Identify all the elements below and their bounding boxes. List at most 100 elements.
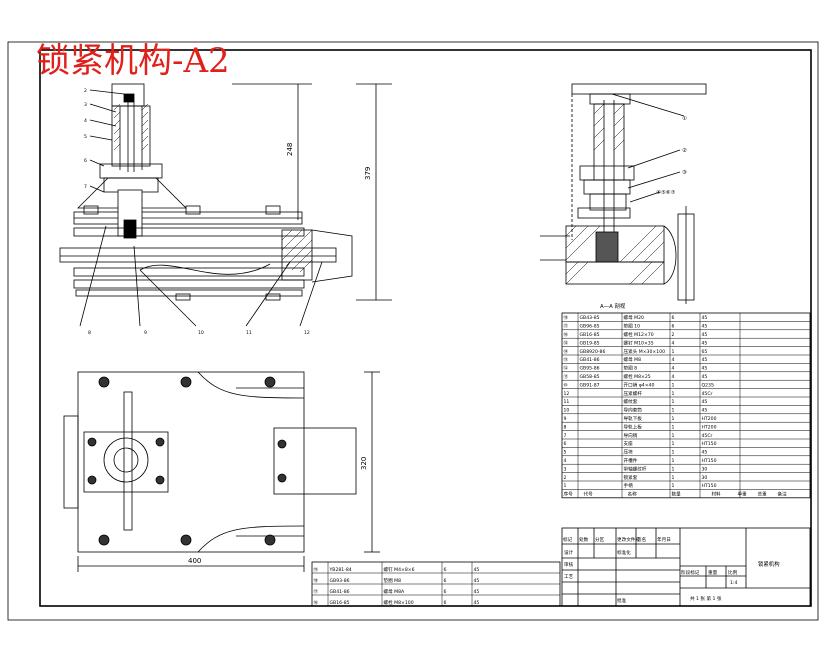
- table-cell-name: 导向套筒: [624, 407, 643, 414]
- table-cell-no: ⑯: [564, 331, 569, 338]
- table-cell-qty: 6: [444, 578, 447, 584]
- leader-label: 10: [198, 330, 204, 336]
- front-view: [59, 83, 392, 327]
- table-cell-no: ⑲: [314, 566, 319, 573]
- table-cell-code: GB19-85: [580, 340, 600, 346]
- table-cell-mat: 45: [702, 399, 708, 405]
- table-cell-mat: 45: [702, 324, 708, 330]
- table-cell-name: 开口销 φ4×40: [624, 381, 655, 388]
- table-cell-code: GB8920-86: [580, 349, 606, 355]
- title-block: [561, 527, 811, 607]
- table-header-cell: 单重: [738, 491, 748, 498]
- balloon-label: ③: [682, 170, 687, 176]
- title-block-scale: 1:4: [730, 580, 737, 586]
- table-cell-name: 手柄: [624, 482, 634, 489]
- table-cell-qty: 1: [672, 466, 675, 472]
- title-block-row: 审核: [564, 561, 574, 568]
- table-cell-mat: 45: [702, 357, 708, 363]
- leader-label: 11: [246, 330, 252, 336]
- table-cell-name: 锁紧套: [624, 474, 638, 481]
- front-view-leader-labels: 2 3 4 5 6 7 8 9 10 11 12: [84, 88, 310, 336]
- table-cell-name: 螺母 M8: [624, 356, 642, 363]
- title-block-header: 更改文件号: [617, 536, 640, 543]
- table-cell-name: 导轨上板: [624, 423, 643, 430]
- table-cell-no: ⑩: [564, 382, 568, 388]
- table-cell-code: GB41-86: [580, 357, 600, 363]
- table-cell-no: ⑮: [564, 339, 569, 346]
- top-view: [63, 371, 380, 572]
- outer-border: [7, 41, 819, 621]
- table-cell-code: YB281-84: [329, 567, 352, 573]
- leader-label: 6: [84, 158, 87, 164]
- table-cell-qty: 1: [672, 441, 675, 447]
- table-cell-name: 螺栓 M8×100: [384, 599, 414, 606]
- table-cell-mat: 45: [702, 340, 708, 346]
- table-cell-name: 螺纹套: [624, 398, 638, 405]
- table-cell-qty: 1: [672, 391, 675, 397]
- table-cell-name: 螺母 M20: [624, 314, 645, 321]
- dim-379: 379: [364, 167, 372, 180]
- table-cell-name: 支座: [624, 440, 634, 447]
- table-cell-mat: 45: [702, 374, 708, 380]
- table-cell-name: 开槽件: [624, 457, 638, 464]
- table-cell-qty: 1: [672, 399, 675, 405]
- table-cell-no: ⑫: [564, 365, 569, 372]
- table-cell-no: ⑱: [564, 314, 569, 321]
- table-cell-name: 导向销: [624, 432, 638, 439]
- title-block-sheets: 共 1 张 第 1 张: [690, 595, 722, 602]
- table-cell-code: GB16-85: [580, 332, 600, 338]
- table-cell-qty: 4: [672, 340, 675, 346]
- table-cell-qty: 1: [672, 483, 675, 489]
- table-cell-qty: 1: [672, 382, 675, 388]
- table-cell-qty: 4: [672, 374, 675, 380]
- table-cell-qty: 1: [672, 349, 675, 355]
- table-header-cell: 名称: [628, 491, 638, 498]
- balloon-label: ②: [682, 147, 687, 154]
- leader-label: 3: [84, 102, 87, 108]
- title-block-ratio: 比例: [728, 569, 738, 576]
- table-cell-name: 压紧头 M×30×100: [624, 348, 666, 355]
- table-cell-code: GB95-86: [580, 366, 600, 372]
- table-cell-name: 带轴螺纹杆: [624, 465, 647, 472]
- title-block-weight: 重量: [708, 569, 718, 576]
- table-cell-qty: 1: [672, 416, 675, 422]
- table-cell-qty: 1: [672, 475, 675, 481]
- table-cell-name: 压紧螺杆: [624, 390, 643, 397]
- table-cell-qty: 6: [672, 324, 675, 330]
- title-block-header: 处数: [579, 536, 589, 543]
- table-cell-mat: 45: [474, 578, 480, 584]
- leader-label: 9: [144, 330, 147, 336]
- table-cell-no: ⑰: [314, 588, 319, 595]
- table-cell-mat: 65: [702, 349, 708, 355]
- table-cell-mat: 45Cr: [702, 391, 713, 397]
- dim-248: 248: [286, 143, 294, 156]
- table-cell-no: 1: [564, 483, 567, 489]
- table-cell-qty: 4: [672, 366, 675, 372]
- table-cell-no: 11: [564, 399, 570, 405]
- leader-label: 5: [84, 134, 87, 140]
- bolt-circles: [87, 376, 287, 546]
- title-block-row: 标准化: [617, 549, 631, 556]
- table-cell-mat: HT200: [702, 416, 717, 422]
- table-cell-qty: 6: [444, 600, 447, 606]
- leader-label: 2: [84, 88, 87, 94]
- table-cell-name: 螺钉 M4×8×6: [384, 566, 415, 573]
- dim-320: 320: [360, 457, 368, 470]
- table-cell-no: 6: [564, 441, 567, 447]
- table-cell-no: 10: [564, 408, 570, 414]
- table-cell-mat: HT150: [702, 441, 717, 447]
- table-cell-qty: 4: [672, 357, 675, 363]
- table-cell-mat: HT150: [702, 458, 717, 464]
- table-cell-mat: 30: [702, 466, 708, 472]
- table-cell-mat: 45: [474, 589, 480, 595]
- title-block-header: 分区: [595, 536, 605, 543]
- drawing-title: 锁紧机构-A2: [36, 41, 230, 81]
- table-cell-mat: 45: [702, 408, 708, 414]
- title-block-drawing-name: 锁紧机构: [758, 560, 780, 568]
- table-cell-qty: 1: [672, 433, 675, 439]
- table-cell-no: 3: [564, 466, 567, 472]
- table-cell-no: 4: [564, 458, 567, 464]
- table-cell-no: ⑰: [564, 323, 569, 330]
- table-cell-name: 螺栓 M12×70: [624, 331, 654, 338]
